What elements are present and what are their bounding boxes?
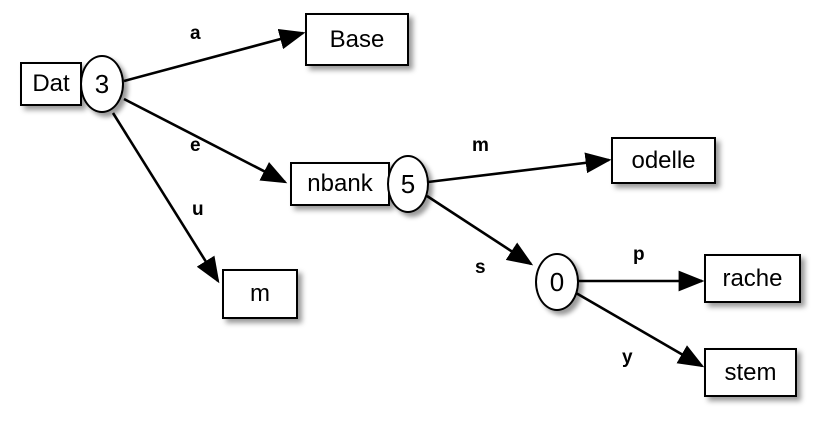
node-odelle-box[interactable]: odelle [611, 137, 716, 184]
edge-label-u: u [192, 200, 204, 219]
edge-label-y-text: y [622, 347, 633, 368]
edge-label-m-text: m [472, 135, 489, 156]
edge-label-a: a [190, 24, 201, 43]
node-zero-pill[interactable]: 0 [535, 253, 579, 311]
edge-label-e-text: e [190, 135, 201, 156]
node-stem-label: stem [724, 358, 777, 386]
node-nbank-pill-label: 5 [400, 169, 416, 199]
node-odelle-label: odelle [631, 146, 696, 174]
node-nbank-box[interactable]: nbank [290, 162, 390, 206]
node-base-label: Base [329, 25, 385, 53]
node-stem-box[interactable]: stem [704, 348, 797, 397]
edge-label-s-text: s [475, 257, 486, 278]
edge-label-m: m [472, 136, 489, 155]
edge-label-p-text: p [633, 244, 645, 265]
node-dat-pill-label: 3 [94, 69, 110, 99]
edge-nbank-zero [426, 194, 534, 266]
edge-nbank-odelle [427, 152, 612, 184]
node-dat-box-label: Dat [32, 70, 70, 97]
edge-label-a-text: a [190, 23, 201, 44]
edge-label-p: p [633, 245, 645, 264]
node-base-box[interactable]: Base [305, 13, 409, 66]
node-nbank-box-label: nbank [307, 170, 373, 197]
node-zero-pill-label: 0 [549, 267, 565, 297]
edge-label-u-text: u [192, 199, 204, 220]
node-m-box[interactable]: m [222, 269, 298, 319]
edge-label-e: e [190, 136, 201, 155]
edge-dat-nbank [123, 97, 288, 184]
node-dat-pill[interactable]: 3 [80, 55, 124, 113]
edge-label-s: s [475, 258, 486, 277]
node-rache-label: rache [722, 264, 783, 292]
edge-dat-base [123, 29, 306, 83]
edge-zero-stem [575, 291, 705, 368]
edge-dat-m [111, 112, 220, 284]
node-dat-box[interactable]: Dat [20, 62, 82, 106]
node-rache-box[interactable]: rache [704, 254, 801, 303]
node-nbank-pill[interactable]: 5 [387, 155, 429, 213]
node-m-label: m [250, 280, 270, 307]
edge-label-y: y [622, 348, 633, 367]
